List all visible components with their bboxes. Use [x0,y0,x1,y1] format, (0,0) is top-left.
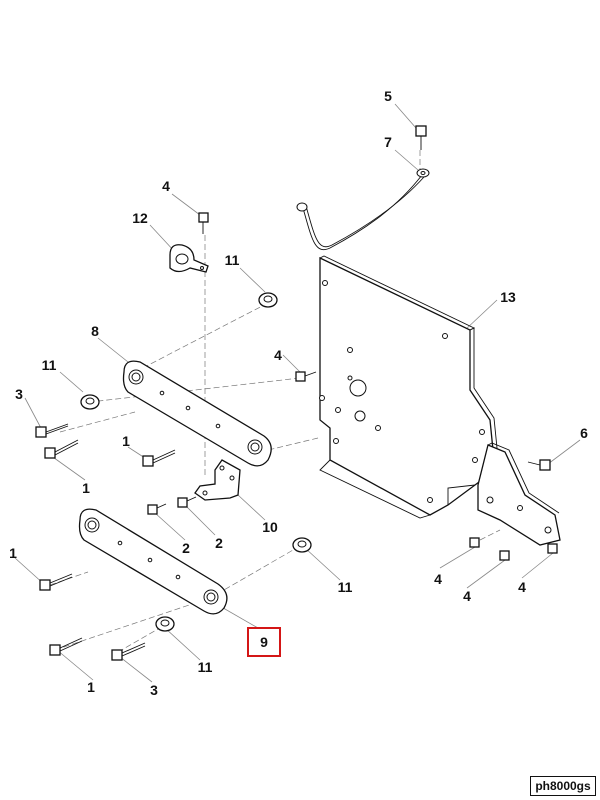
lower-link-bar [78,508,228,615]
callout-1-lower-left: 1 [9,545,17,561]
mounting-plate [319,255,500,519]
callout-8: 8 [91,323,99,339]
callout-1-bottom: 1 [87,679,95,695]
callout-labels: 5 7 4 12 11 13 8 4 11 3 1 1 6 10 2 2 1 1… [9,88,588,698]
callout-2-right: 2 [215,535,223,551]
callout-11-lower: 11 [198,659,213,675]
upper-link-bar [122,360,272,467]
callout-12: 12 [132,210,148,226]
callout-11-right: 11 [338,579,353,595]
ground-strap [296,168,430,250]
fasteners [35,125,558,661]
callout-2-left: 2 [182,540,190,556]
spacers [80,292,312,632]
highlighted-callout-9[interactable]: 9 [247,627,281,657]
side-bracket [477,442,561,546]
callout-3-upper: 3 [15,386,23,402]
callout-6: 6 [580,425,588,441]
callout-4-right-b: 4 [463,588,471,604]
callout-11-upper: 11 [225,252,240,268]
small-bracket [194,459,241,501]
callout-1-left: 1 [82,480,90,496]
callout-5: 5 [384,88,392,104]
document-code-label: ph8000gs [530,776,596,796]
callout-4-upper: 4 [162,178,170,194]
callout-7: 7 [384,134,392,150]
callout-10: 10 [262,519,278,535]
callout-11-left: 11 [42,357,57,373]
callout-4-right-a: 4 [434,571,442,587]
callout-4-right-c: 4 [518,579,526,595]
callout-13: 13 [500,289,516,305]
hose-clamp [169,244,209,273]
callout-3-bottom: 3 [150,682,158,698]
callout-4-mid: 4 [274,347,282,363]
callout-1-mid: 1 [122,433,130,449]
leader-lines [14,103,581,683]
